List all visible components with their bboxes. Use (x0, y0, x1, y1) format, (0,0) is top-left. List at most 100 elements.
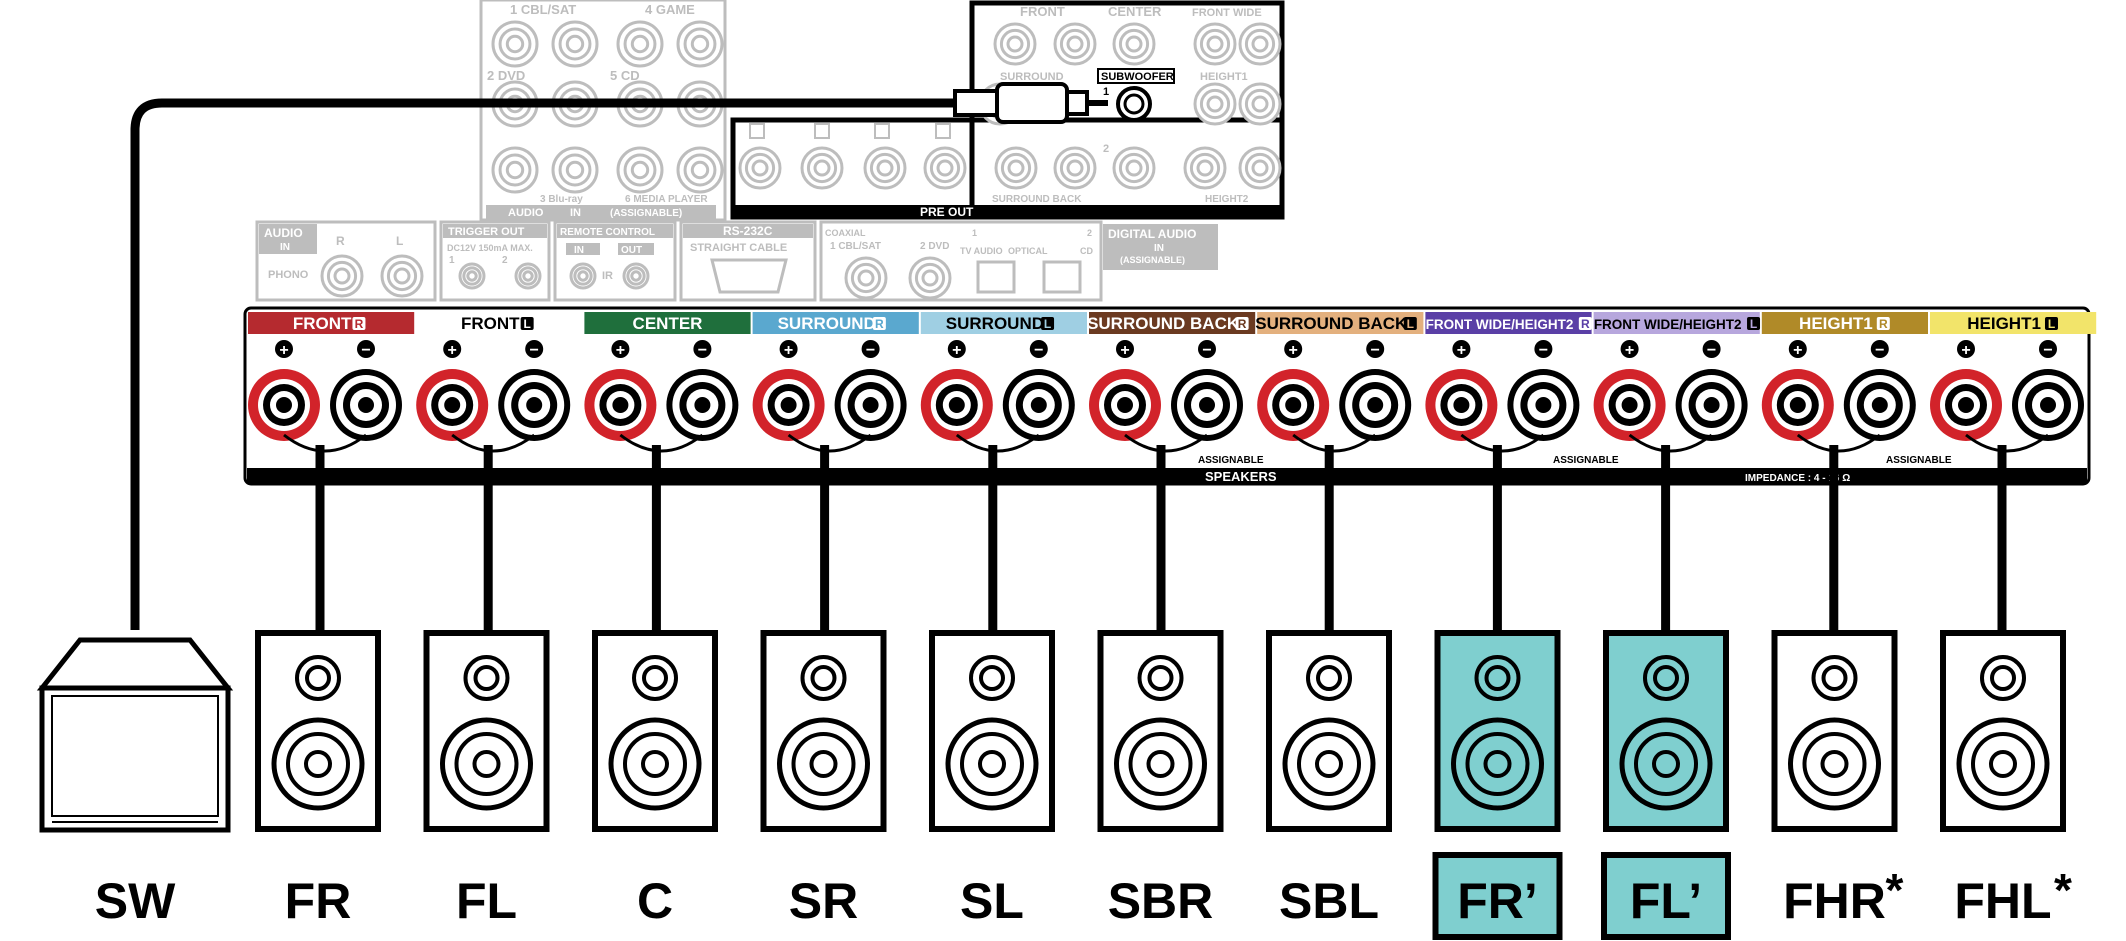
preout-tag-0 (749, 123, 765, 139)
remote-in-tag (566, 243, 600, 255)
positive-terminal-8 (1593, 369, 1666, 441)
analog-jack-3-inner (690, 34, 710, 54)
plus-sign: + (448, 342, 457, 359)
plus-marker-9: + (1788, 340, 1807, 359)
minus-sign: − (698, 342, 707, 359)
plus-sign: + (279, 342, 288, 359)
terminal-side-badge (1578, 317, 1592, 330)
tweeter-inner (1990, 665, 2016, 691)
terminal-link-0 (283, 433, 367, 453)
speaker-label: SBL (1279, 873, 1379, 929)
tweeter-inner (473, 665, 500, 691)
preout-tag-3 (935, 123, 951, 139)
plus-sign: + (1120, 342, 1129, 359)
coax-2-jack-inner (921, 269, 939, 287)
speaker-label: SW (95, 873, 176, 929)
minus-circle (1534, 340, 1553, 358)
remote-in-jack-inner (577, 270, 589, 282)
minus-sign: − (1202, 342, 1211, 359)
minus-marker-1: − (525, 340, 544, 359)
analog-jack-4 (491, 146, 539, 194)
preout-jack-9-inner (813, 159, 831, 177)
negative-terminal-hole (1535, 397, 1552, 413)
pre-out-surround-label: SURROUND (1000, 71, 1064, 83)
minus-sign: − (1371, 342, 1380, 359)
terminal-side-badge (352, 317, 366, 330)
positive-terminal-hole (612, 397, 629, 413)
preout-jack-14-inner (1125, 159, 1143, 177)
terminal-header-label: FRONT (461, 314, 520, 333)
tweeter-inner (1484, 665, 1511, 691)
woofer-cap (641, 750, 669, 778)
preout-jack-0-inner (1006, 35, 1024, 53)
minus-marker-6: − (1366, 340, 1385, 359)
preout-jack-2-inner (1125, 35, 1143, 53)
pre-out-center-label: CENTER (1108, 4, 1162, 19)
plus-marker-10: + (1957, 340, 1975, 359)
positive-terminal-hole (1453, 397, 1470, 413)
terminal-header-bg (1257, 312, 1424, 334)
speaker-fr-prime: FR’ (1432, 630, 1563, 940)
minus-circle (357, 340, 375, 358)
cables (315, 445, 2007, 633)
terminal-header-label: SURROUND BACK (1255, 314, 1408, 333)
positive-terminal-hole (276, 397, 292, 413)
terminal-side-badge (1235, 317, 1249, 330)
negative-terminal-hole (1871, 397, 1888, 413)
plus-circle (1116, 340, 1134, 358)
assignable-label-2: ASSIGNABLE (1553, 455, 1619, 466)
minus-marker-0: − (357, 340, 375, 359)
terminal-side-letter: L (1044, 317, 1051, 331)
terminal-link-8 (1628, 433, 1713, 453)
plus-circle (1788, 340, 1807, 358)
terminal-side-letter: L (2048, 317, 2055, 331)
negative-terminal-hole (358, 397, 374, 413)
negative-terminal-hole (694, 397, 711, 413)
pre-out-height1-label: HEIGHT1 (1200, 71, 1248, 83)
remote-out-jack-inner (630, 270, 642, 282)
phono-l: L (396, 234, 403, 248)
negative-terminal-hole (1199, 397, 1215, 413)
pre-out-front-wide-label: FRONT WIDE (1192, 7, 1262, 19)
plus-circle (779, 340, 798, 358)
negative-terminal-3 (834, 369, 907, 441)
analog-in-label: IN (570, 207, 581, 219)
terminal-side-badge (1041, 317, 1055, 330)
terminal-header-label: SURROUND (778, 314, 876, 333)
terminal-header-bg (1425, 312, 1592, 334)
plus-circle (1620, 340, 1639, 358)
subwoofer-label-box (1097, 68, 1175, 84)
digital-audio-in: IN (1154, 243, 1164, 254)
plus-marker-3: + (779, 340, 798, 359)
analog-jack-7-inner (690, 160, 710, 180)
trigger-2: 2 (502, 255, 508, 266)
terminal-side-badge (520, 317, 534, 330)
terminal-link-10 (1965, 433, 2049, 453)
positive-terminal-2 (584, 369, 657, 441)
speaker-fr: FR (255, 630, 381, 929)
plus-marker-5: + (1116, 340, 1134, 359)
minus-circle (1366, 340, 1385, 358)
minus-sign: − (866, 342, 875, 359)
minus-sign: − (1034, 342, 1043, 359)
subwoofer-grille (51, 695, 219, 817)
pre-out-front-label: FRONT (1020, 4, 1065, 19)
terminal-header-label: FRONT (293, 314, 352, 333)
straight-cable: STRAIGHT CABLE (690, 242, 787, 254)
phono-r-jack (320, 254, 364, 298)
negative-terminal-0 (330, 369, 402, 441)
preout-jack-16 (1238, 146, 1282, 190)
trigger-1-jack (458, 262, 486, 290)
positive-terminal-6 (1257, 369, 1330, 441)
plus-sign: + (1625, 342, 1634, 359)
positive-terminal-hole (1285, 397, 1302, 413)
trigger-1: 1 (449, 255, 455, 266)
speaker-c: C (592, 630, 718, 929)
analog-bluray-label: 3 Blu-ray (540, 194, 583, 205)
woofer-cap (978, 750, 1006, 778)
minus-circle (525, 340, 544, 358)
terminal-link-2 (619, 433, 704, 453)
speaker-sw: SW (36, 637, 234, 929)
